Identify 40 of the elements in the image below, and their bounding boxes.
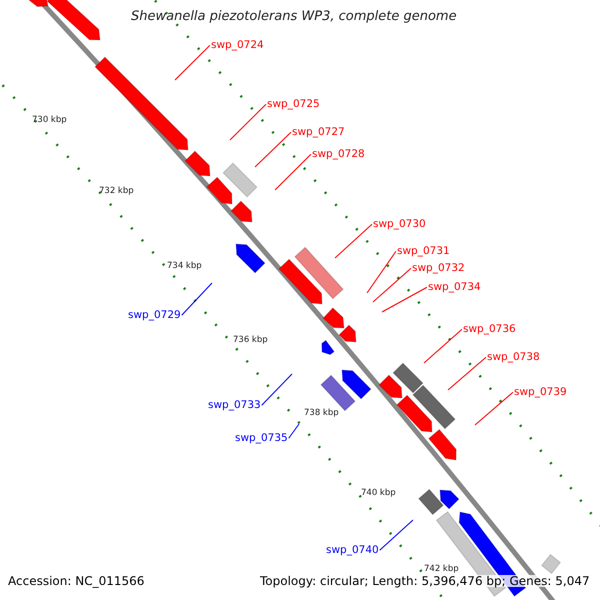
position-label: 732 kbp: [99, 187, 134, 196]
gene-label: swp_0724: [211, 40, 264, 50]
gene-label: swp_0732: [412, 263, 465, 274]
map-title: Shewanella piezotolerans WP3, complete genome: [131, 10, 457, 23]
gene-label: swp_0727: [292, 127, 345, 138]
position-label: 740 kbp: [361, 489, 396, 498]
leader-line: [274, 154, 312, 190]
gene-label: swp_0728: [312, 149, 365, 160]
leader-line: [181, 282, 212, 316]
position-label: 738 kbp: [304, 409, 339, 418]
position-label: 742 kbp: [424, 565, 459, 574]
leader-line: [230, 104, 266, 140]
leader-line: [382, 286, 428, 312]
position-label: 736 kbp: [233, 336, 268, 344]
gene-label: swp_0725: [267, 99, 320, 110]
gene-label: swp_0735: [235, 433, 288, 444]
gene-label: swp_0740: [326, 545, 379, 556]
leader-line: [261, 374, 292, 406]
leader-line: [366, 250, 396, 294]
leader-line: [448, 356, 486, 390]
footer-text: Accession: NC_011566: [8, 575, 144, 587]
gene-label: swp_0738: [487, 352, 540, 362]
leader-line: [424, 328, 462, 364]
leader-line: [254, 132, 292, 168]
gene-label: swp_0739: [514, 387, 567, 398]
leader-line: [379, 520, 414, 551]
leader-line: [288, 424, 300, 439]
leader-line: [372, 268, 412, 302]
position-label: 734 kbp: [167, 262, 202, 270]
position-label: 730 kbp: [32, 116, 67, 124]
leader-line: [474, 392, 514, 426]
gene-label: swp_0734: [428, 282, 481, 292]
gene-label: swp_0729: [128, 310, 181, 320]
gene-label: swp_0731: [397, 246, 450, 256]
footer-text: Topology: circular; Length: 5,396,476 bp; Genes: 5,047: [260, 575, 590, 587]
gene-label: swp_0733: [208, 400, 261, 410]
leader-line: [334, 224, 372, 258]
leader-line: [174, 44, 210, 80]
gene-label: swp_0730: [373, 219, 426, 230]
gene-label: swp_0736: [463, 324, 516, 334]
